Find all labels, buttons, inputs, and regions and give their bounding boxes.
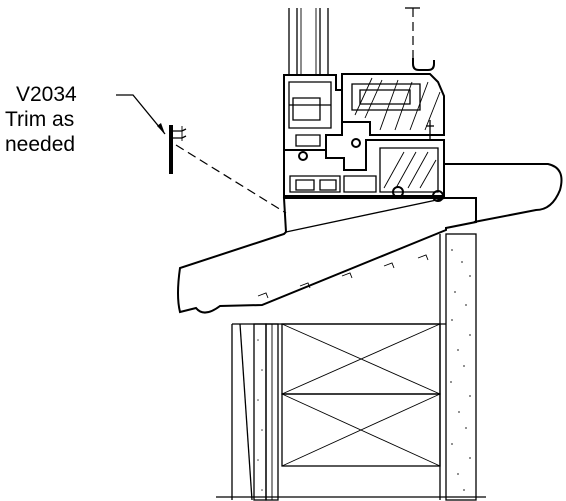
wood-sash-block: [341, 73, 445, 136]
interior-stool: [443, 163, 563, 223]
install-path-dashed: [175, 144, 287, 214]
sash-dashed-line: [405, 7, 435, 71]
sash-frame-profile: [283, 74, 343, 151]
glazing-unit: [288, 8, 329, 75]
trim-piece-v2034: [169, 125, 187, 174]
wall-framing: [216, 323, 486, 501]
callout-note-line2: needed: [5, 133, 76, 156]
exterior-sloped-sill: [177, 197, 477, 314]
callout-note-line1: Trim as: [5, 108, 75, 131]
frame-sill-profile: [283, 120, 445, 202]
interior-wall-layer: [439, 233, 477, 501]
callout-part-number: V2034: [16, 83, 77, 106]
callout-leader: [116, 94, 166, 135]
